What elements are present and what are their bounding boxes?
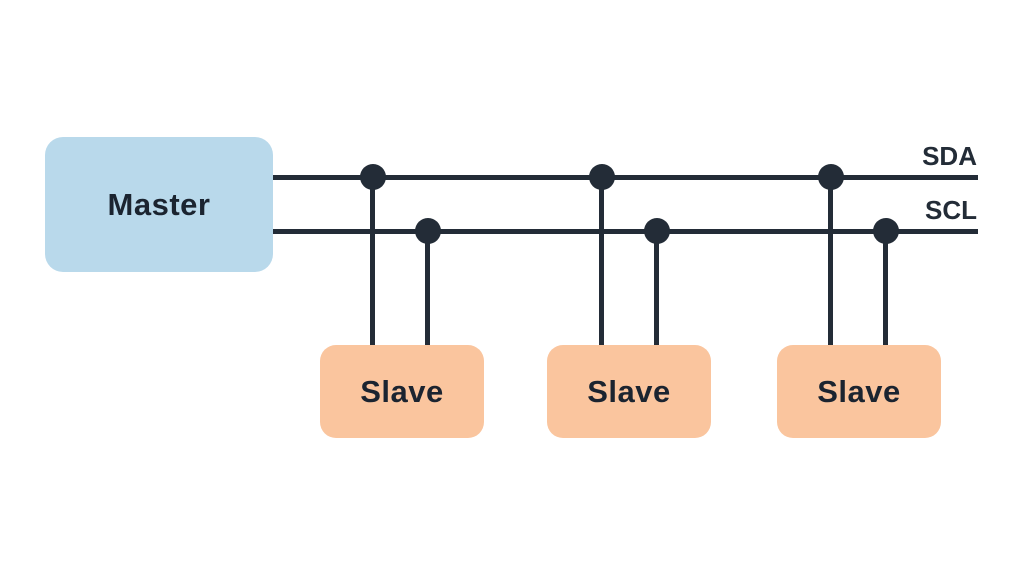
master-node-label: Master [107,186,211,222]
slave-node-label: Slave [587,373,671,409]
slave-node-label: Slave [817,373,901,409]
sda-bus-label: SDA [922,141,977,171]
sda-bus-line [273,175,978,180]
slave-node-1: Slave [320,345,484,438]
slave-node-label: Slave [360,373,444,409]
slave1-sda-wire [370,177,375,345]
slave2-sda-wire [599,177,604,345]
slave-node-2: Slave [547,345,711,438]
scl-bus-label: SCL [925,195,977,225]
junction-dot-scl-3 [873,218,899,244]
slave2-scl-wire [654,231,659,345]
slave3-scl-wire [883,231,888,345]
junction-dot-sda-3 [818,164,844,190]
junction-dot-scl-1 [415,218,441,244]
slave-node-3: Slave [777,345,941,438]
slave1-scl-wire [425,231,430,345]
slave3-sda-wire [828,177,833,345]
junction-dot-sda-2 [589,164,615,190]
master-node: Master [45,137,273,272]
scl-bus-line [273,229,978,234]
junction-dot-scl-2 [644,218,670,244]
junction-dot-sda-1 [360,164,386,190]
